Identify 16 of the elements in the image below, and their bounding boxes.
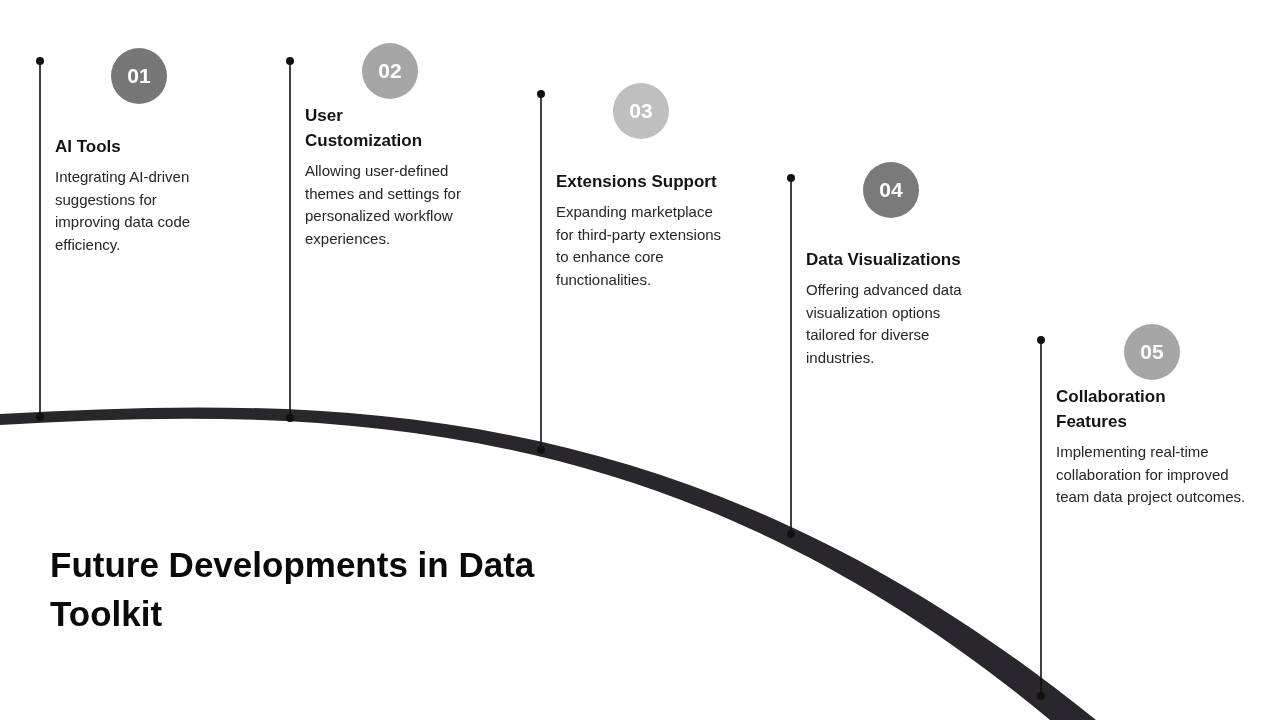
step-description: Expanding marketplace for third-party extensions to enhance core functionalities. <box>556 202 723 290</box>
slide-title: Future Developments in Data Toolkit <box>50 544 536 635</box>
step-number-circle: 04 <box>863 162 919 218</box>
step-number-circle: 05 <box>1124 324 1180 380</box>
step-description: Allowing user-defined themes and settings for personalized workflow experiences. <box>305 161 462 249</box>
step-heading: Extensions Support <box>556 171 718 193</box>
step-description: Implementing real-time collaboration for improved team data project outcomes. <box>1056 442 1246 507</box>
step-description: Integrating AI-driven suggestions for improving data code efficiency. <box>55 167 192 255</box>
step-description: Offering advanced data visualization options tailored for diverse industries. <box>806 280 963 368</box>
step-heading: AI Tools <box>55 136 122 158</box>
step-number-circle: 03 <box>613 83 669 139</box>
step-heading: User Customization <box>305 105 424 152</box>
step-number-circle: 02 <box>362 43 418 99</box>
step-heading: Collaboration Features <box>1056 386 1167 433</box>
step-number-circle: 01 <box>111 48 167 104</box>
step-heading: Data Visualizations <box>806 249 962 271</box>
